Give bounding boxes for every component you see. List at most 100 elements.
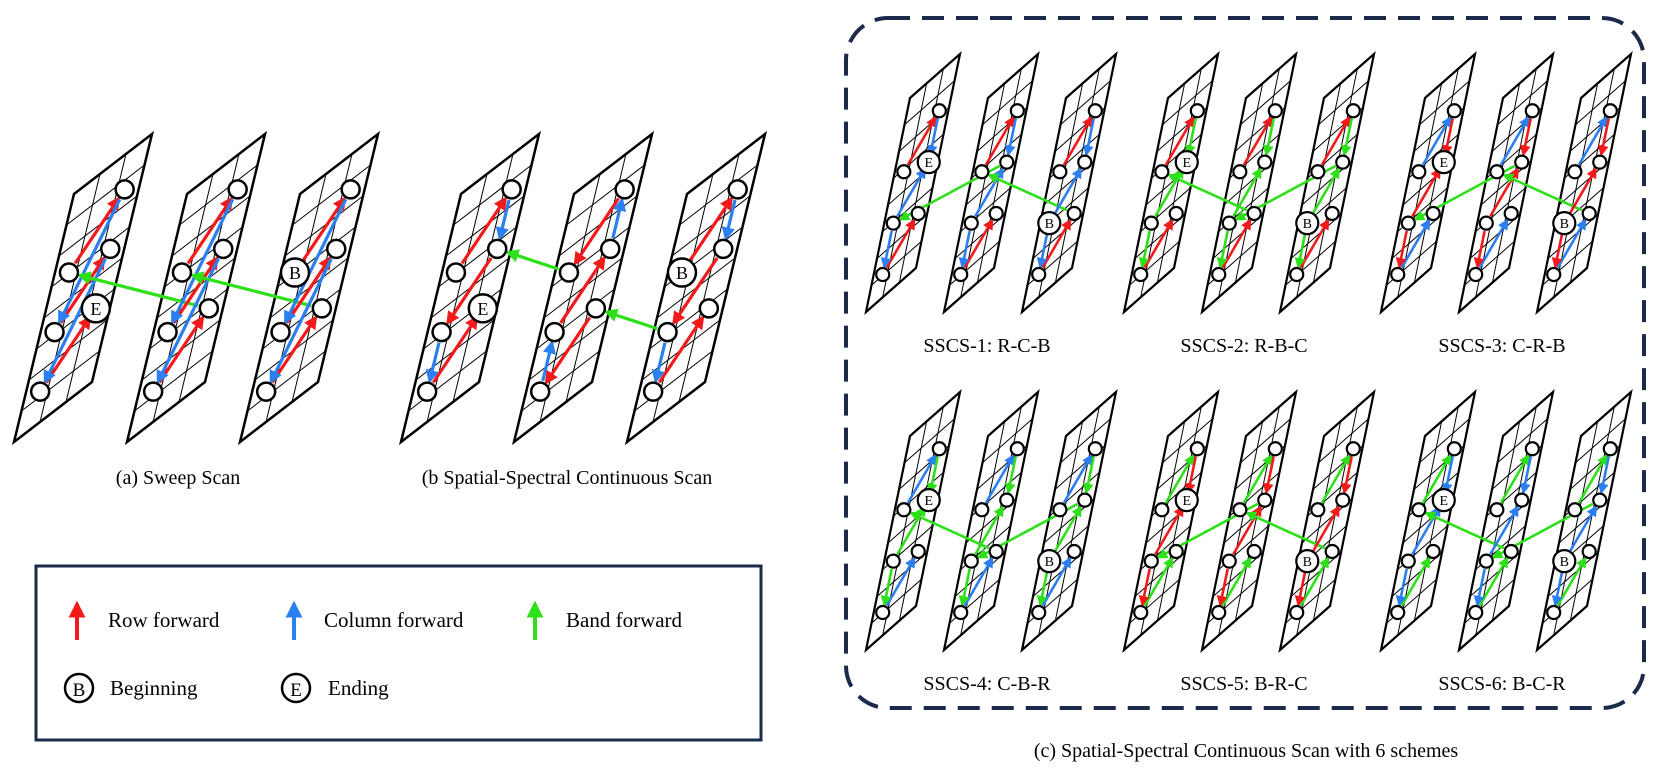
sweep-scan-panel: EB [11, 130, 381, 446]
pixel-node [1581, 205, 1597, 222]
grid-line [1290, 552, 1342, 597]
schemes-caption: (c) Spatial-Spectral Continuous Scan wit… [1034, 740, 1459, 762]
pixel-node [885, 553, 901, 569]
ending-marker-letter: E [290, 680, 302, 701]
column-forward-arrow [611, 197, 627, 239]
row-forward-arrow [1551, 230, 1564, 269]
column-forward-arrow [170, 198, 235, 325]
scheme-group-5: EB [1122, 389, 1376, 653]
pixel-node [1052, 502, 1068, 518]
pixel-node [974, 164, 990, 180]
grid-line [408, 350, 487, 412]
pixel-node [1335, 492, 1351, 508]
pixel-node [1425, 543, 1441, 560]
beginning-node-letter: B [1045, 555, 1054, 570]
pixel-node [1211, 604, 1227, 621]
beginning-node [1037, 211, 1062, 236]
column-forward-arrow [1499, 115, 1530, 166]
row-forward-arrow [1262, 456, 1275, 495]
pixel-node [1189, 103, 1205, 119]
pixel-node [727, 179, 748, 200]
column-forward-arrow [1052, 167, 1082, 217]
grid-line [1391, 552, 1443, 597]
band-forward-arrow [1340, 118, 1353, 157]
grid-line [453, 164, 532, 226]
pixel-node [885, 215, 901, 231]
grid-line [982, 418, 1033, 464]
band-forward-arrow [926, 456, 939, 495]
pixel-node [585, 298, 607, 319]
band-forward-label: Band forward [566, 608, 683, 632]
beginning-node-letter: B [289, 263, 301, 283]
column-forward-arrow [880, 230, 893, 269]
column-forward-arrow [495, 199, 511, 241]
pixel-node [1211, 266, 1227, 283]
grid-line [1419, 80, 1470, 126]
row-forward-arrow [573, 197, 620, 266]
pixel-node [529, 381, 551, 402]
column-forward-arrow [1004, 118, 1017, 157]
grid-line [671, 195, 751, 257]
pixel-node [1489, 502, 1505, 518]
beginning-node-letter: B [1303, 555, 1312, 570]
grid-line [445, 195, 525, 257]
pixel-node [1221, 215, 1237, 231]
beginning-marker-icon [63, 672, 95, 704]
band-forward-arrow [1294, 230, 1307, 269]
grid-line [1547, 214, 1599, 259]
pixel-node [1524, 441, 1540, 457]
pixel-node [1345, 441, 1361, 457]
pixel-node [58, 262, 80, 283]
beginning-label: Beginning [110, 676, 198, 700]
pixel-node [431, 321, 452, 343]
pixel-node [963, 553, 979, 569]
pixel-node [1581, 543, 1597, 560]
ending-marker-icon [280, 672, 312, 704]
band-forward-arrow [1164, 453, 1195, 504]
pixel-node [974, 502, 990, 518]
pixel-node [953, 604, 969, 621]
legend: Row forward Column forward Band forward … [34, 564, 763, 742]
beginning-node-letter: B [1303, 217, 1312, 232]
pixel-node [1489, 164, 1505, 180]
pixel-node [1524, 103, 1540, 119]
grid-line [1060, 418, 1111, 464]
pixel-node [1077, 154, 1093, 170]
continuous-scan-caption: (b Spatial-Spectral Continuous Scan [422, 467, 713, 489]
beginning-node-letter: B [1045, 217, 1054, 232]
band-forward-arrow [1232, 167, 1262, 217]
pixel-node [1221, 553, 1237, 569]
grid-line [954, 552, 1006, 597]
pixel-node [1310, 164, 1326, 180]
pixel-node [325, 238, 347, 260]
band-forward-arrow [1577, 453, 1608, 504]
pixel-node [1446, 103, 1462, 119]
pixel-node [1031, 266, 1047, 283]
pixel-node [999, 492, 1015, 508]
column-forward-label: Column forward [324, 608, 464, 632]
row-forward-arrow [1310, 505, 1340, 555]
ending-node-letter: E [477, 299, 488, 319]
pixel-node [558, 262, 580, 283]
pixel-node [1478, 215, 1494, 231]
band-forward-arrow [1502, 173, 1583, 212]
pixel-node [1143, 215, 1159, 231]
column-forward-arrow [1597, 456, 1610, 495]
grid-line [171, 195, 251, 257]
pixel-node [1154, 502, 1170, 518]
schemes-frame [844, 16, 1646, 710]
band-forward-arrow [190, 271, 312, 308]
pixel-node [1154, 164, 1170, 180]
pixel-node [311, 298, 333, 319]
band-forward-arrow [1245, 511, 1326, 550]
pixel-node [1602, 441, 1618, 457]
pixel-node [1411, 502, 1427, 518]
pixel-node [1400, 215, 1416, 231]
band-forward-arrow [1421, 453, 1452, 504]
grid-line [1419, 418, 1470, 464]
grid-line [1240, 418, 1291, 464]
pixel-node [1257, 492, 1273, 508]
pixel-node [157, 321, 178, 343]
ending-node [916, 150, 941, 175]
row-forward-arrow [1062, 115, 1093, 166]
